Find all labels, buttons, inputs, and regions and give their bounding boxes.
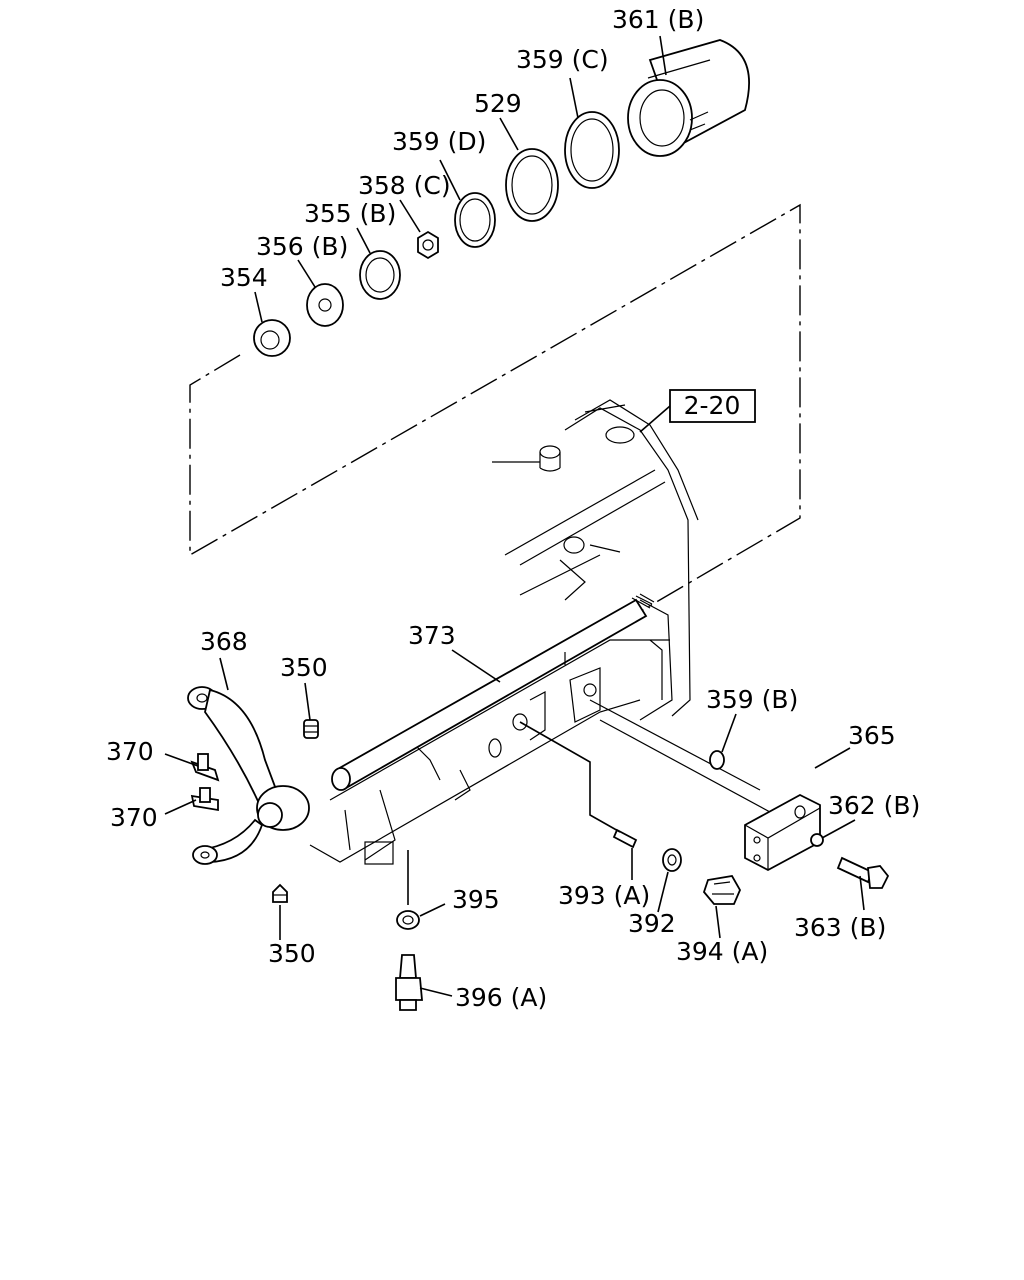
shift-rod-373[interactable] (331, 593, 655, 791)
callout-labels: 361 (B) 359 (C) 529 359 (D) 358 (C) 355 … (106, 5, 920, 1012)
seal-354[interactable] (253, 319, 291, 357)
o-ring-359b[interactable] (709, 750, 725, 770)
assembly-outline (189, 203, 801, 791)
label-370-upper: 370 (106, 737, 154, 766)
label-359d: 359 (D) (392, 127, 486, 156)
label-365: 365 (848, 721, 896, 750)
pin-370-upper[interactable] (190, 753, 220, 782)
label-361b: 361 (B) (612, 5, 704, 34)
o-ring-359d[interactable] (454, 192, 496, 248)
reference-box-2-20[interactable]: 2-20 (639, 389, 756, 433)
snap-ring-359c[interactable] (564, 111, 620, 189)
shift-fork-368[interactable] (187, 686, 310, 865)
label-529: 529 (474, 89, 522, 118)
cylinder-361b[interactable] (627, 39, 750, 157)
label-373: 373 (408, 621, 456, 650)
washer-395[interactable] (396, 910, 420, 930)
label-370-lower: 370 (110, 803, 158, 832)
piston-356b[interactable] (306, 283, 344, 327)
leader-lines (164, 35, 865, 997)
label-363b: 363 (B) (794, 913, 886, 942)
o-ring-362b[interactable] (810, 833, 824, 847)
label-396a: 396 (A) (455, 983, 547, 1012)
label-392: 392 (628, 909, 676, 938)
label-354: 354 (220, 263, 268, 292)
block-365[interactable] (744, 793, 821, 872)
label-368: 368 (200, 627, 248, 656)
switch-394a[interactable] (702, 875, 742, 905)
plug-396a[interactable] (395, 954, 423, 1011)
washer-392[interactable] (662, 848, 682, 872)
label-356b: 356 (B) (256, 232, 348, 261)
label-359b: 359 (B) (706, 685, 798, 714)
snap-ring-529[interactable] (505, 148, 559, 222)
label-350-top: 350 (280, 653, 328, 682)
label-394a: 394 (A) (676, 937, 768, 966)
transmission-housing (309, 399, 771, 865)
label-395: 395 (452, 885, 500, 914)
label-362b: 362 (B) (828, 791, 920, 820)
label-355b: 355 (B) (304, 199, 396, 228)
detent-plug-350-bottom[interactable] (272, 883, 288, 903)
label-359c: 359 (C) (516, 45, 609, 74)
pin-393a[interactable] (612, 828, 638, 849)
bushing-355b[interactable] (359, 250, 401, 300)
label-350-bottom: 350 (268, 939, 316, 968)
detent-plug-350-top[interactable] (303, 719, 319, 739)
pin-370-lower[interactable] (190, 787, 219, 812)
bolt-363b[interactable] (836, 856, 890, 889)
reference-box-label: 2-20 (684, 391, 741, 420)
label-393a: 393 (A) (558, 881, 650, 910)
label-358c: 358 (C) (358, 171, 451, 200)
nut-358c[interactable] (417, 230, 439, 260)
